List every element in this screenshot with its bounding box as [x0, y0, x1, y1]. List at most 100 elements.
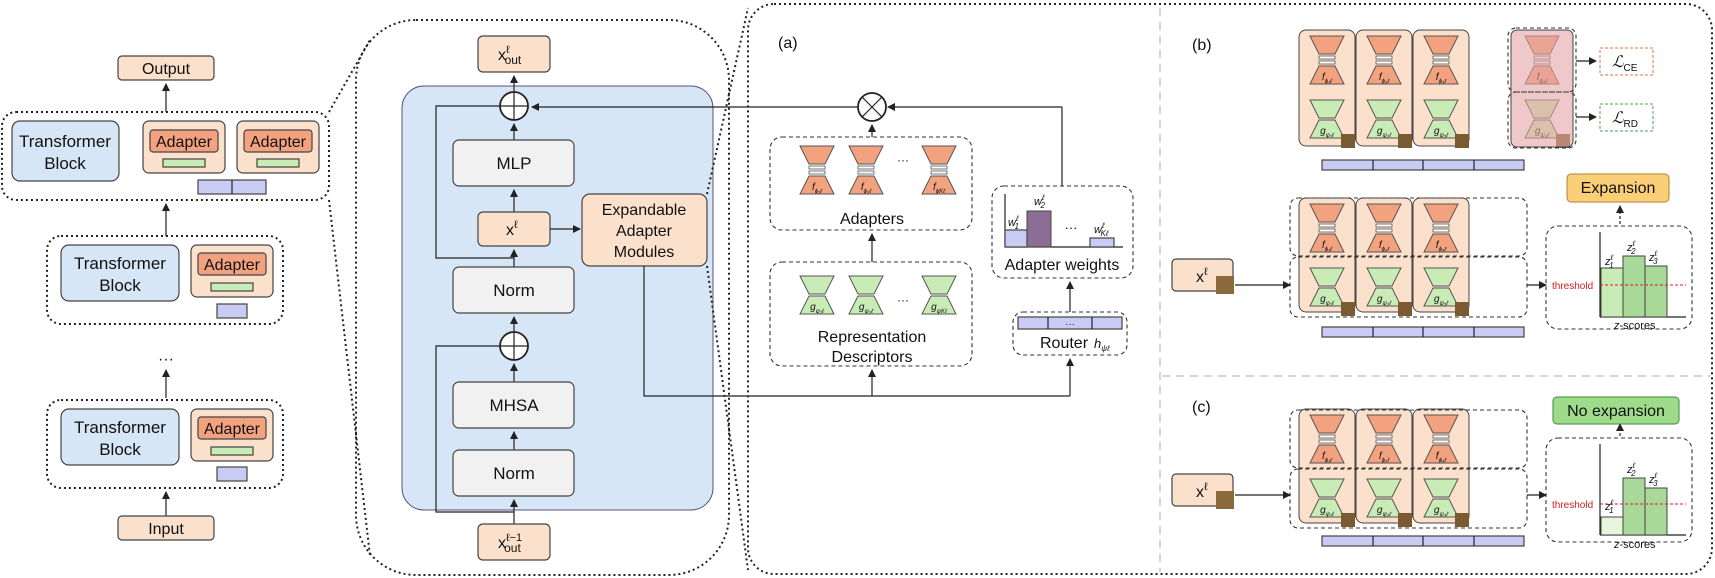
transformer-group-2	[46, 235, 284, 325]
col-adapter-3-label: fϕ₃ℓ	[1436, 72, 1447, 85]
middle-dotted-frame	[355, 19, 730, 576]
transformer-block-2-label: Transformer	[74, 254, 166, 273]
column-thumbnail-2	[1398, 302, 1412, 316]
col-adapter-2-down	[1366, 35, 1402, 55]
col-descriptor-2-label: gψ₂ℓ	[1377, 505, 1392, 518]
router-ellipsis: ···	[1065, 319, 1075, 330]
column-thumbnail-1	[1341, 134, 1355, 148]
panel-a-label: (a)	[778, 35, 798, 52]
adapter-2-label: fϕ₂ℓ	[861, 182, 872, 195]
descriptor-1-down	[799, 275, 835, 295]
col-adapter-2-label: fϕ₂ℓ	[1379, 451, 1390, 464]
weight-bar-1	[1004, 229, 1028, 248]
weights-ellipsis: ···	[1065, 220, 1078, 235]
descriptor-2-label: gψ₂ℓ	[859, 302, 874, 315]
column-card-3	[1412, 29, 1470, 147]
adapter-2	[197, 252, 267, 276]
col-descriptor-3-down	[1423, 99, 1459, 119]
mhsa-label: MHSA	[489, 396, 539, 415]
col-descriptor-3-label: gψ₃ℓ	[1434, 294, 1449, 307]
adapters-label: Adapters	[840, 211, 904, 228]
input-label: Input	[148, 521, 184, 538]
column-thumbnail-2	[1398, 513, 1412, 527]
x-l-label: xℓ	[506, 219, 518, 239]
adapter-3-up	[921, 175, 957, 195]
descriptors-ellipsis: ···	[897, 293, 909, 307]
transformer-block-2	[60, 244, 180, 302]
panel-c-label: (c)	[1192, 399, 1211, 416]
output-label: Output	[142, 61, 191, 78]
column-card-2	[1355, 408, 1413, 524]
panel-b-x-thumbnail	[1216, 276, 1234, 294]
panel-b-zbar-1	[1600, 267, 1624, 318]
col-descriptor-3-label: gψ₃ℓ	[1434, 126, 1449, 139]
descriptors-label-2: Descriptors	[832, 349, 913, 366]
panel-c-zbar-1	[1600, 516, 1624, 536]
column-thumbnail-3	[1455, 134, 1469, 148]
descriptor-1-label: gψ₁ℓ	[810, 302, 825, 315]
col-adapter-2-up	[1366, 444, 1402, 464]
column-card-2	[1355, 29, 1413, 147]
input-box	[117, 515, 215, 541]
panel-b: (b) fϕ₁ℓgψ₁ℓfϕ₂ℓgψ₂ℓfϕ₃ℓgψ₃ℓfϕ₄ℓgψ₄ℓ ℒCE…	[1171, 27, 1693, 338]
panel-b-zscores-label: z-scores	[1613, 320, 1656, 332]
no-expansion-label: No expansion	[1567, 403, 1665, 420]
adapter-2-down	[848, 145, 884, 165]
loss-rd-box	[1599, 103, 1654, 132]
mlp-box	[452, 139, 575, 187]
col-adapter-1-label: fϕ₁ℓ	[1322, 240, 1333, 253]
col-adapter-2-down	[1366, 414, 1402, 434]
adapter-1-up	[799, 175, 835, 195]
col-adapter-3-label: fϕ₃ℓ	[1436, 240, 1447, 253]
col-adapter-1-down	[1309, 35, 1345, 55]
column-thumbnail-3	[1455, 302, 1469, 316]
eam-label-3: Modules	[614, 244, 674, 261]
adapter-3-label: Adapter	[204, 421, 261, 438]
panel-c-zbar-2	[1622, 477, 1646, 536]
col-descriptor-1-label: gψ₁ℓ	[1320, 294, 1335, 307]
col-adapter-3-label: fϕ₃ℓ	[1436, 451, 1447, 464]
adapter-3	[197, 416, 267, 440]
col-descriptor-1-down	[1309, 267, 1345, 287]
descriptor-1-up	[799, 295, 835, 315]
output-box	[117, 55, 215, 81]
descriptor-3-down	[921, 275, 957, 295]
col-adapter-3-up	[1423, 444, 1459, 464]
col-adapter-2-label: fϕ₂ℓ	[1379, 240, 1390, 253]
transformer-group-1	[1, 111, 330, 201]
col-descriptor-2-down	[1366, 99, 1402, 119]
column-thumbnail-1	[1341, 302, 1355, 316]
adapter-1b	[243, 129, 313, 153]
col-descriptor-2-down	[1366, 267, 1402, 287]
adapter-1-label: fϕ₁ℓ	[812, 182, 823, 195]
loss-ce-box	[1599, 47, 1654, 76]
col-descriptor-1-label: gψ₁ℓ	[1320, 126, 1335, 139]
transformer-block-3	[60, 408, 180, 466]
transformer-block-1	[11, 120, 120, 182]
loss-rd-label: ℒRD	[1612, 110, 1638, 130]
descriptor-3-label: gψKℓ	[931, 302, 948, 315]
adapter-2-up	[848, 175, 884, 195]
transformer-group-3	[46, 399, 284, 489]
eam-label-1: Expandable	[602, 202, 687, 219]
col-descriptor-1-down	[1309, 478, 1345, 498]
col-adapter-1-up	[1309, 444, 1345, 464]
col-adapter-1-down	[1309, 414, 1345, 434]
col-descriptor-2-label: gψ₂ℓ	[1377, 126, 1392, 139]
col-descriptor-3-down	[1423, 267, 1459, 287]
col-descriptor-1-down	[1309, 99, 1345, 119]
col-adapter-3-down	[1423, 414, 1459, 434]
